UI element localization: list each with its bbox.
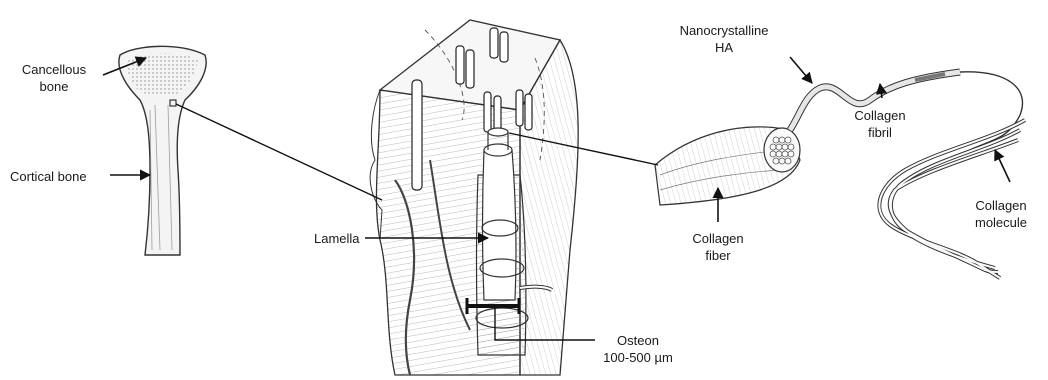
label-line: Collagen (682, 230, 754, 247)
label-line: Cortical bone (10, 168, 87, 185)
label-lamella: Lamella (314, 230, 360, 247)
label-line: fibril (848, 124, 912, 141)
long-bone-drawing (119, 46, 206, 255)
label-line: 100-500 µm (598, 349, 678, 366)
label-line: HA (664, 39, 784, 56)
molecule-arrow (995, 150, 1010, 182)
label-line: Lamella (314, 230, 360, 247)
label-line: Nanocrystalline (664, 22, 784, 39)
label-line: Cancellous (8, 61, 100, 78)
label-collagen-fibril: Collagen fibril (848, 107, 912, 141)
label-collagen-molecule: Collagen molecule (960, 197, 1042, 231)
label-osteon: Osteon 100-500 µm (598, 332, 678, 366)
nanocrystalline-arrow (790, 57, 812, 83)
osteon-block-drawing (370, 20, 578, 375)
label-cortical-bone: Cortical bone (10, 168, 87, 185)
label-line: Osteon (598, 332, 678, 349)
label-cancellous-bone: Cancellous bone (8, 61, 100, 95)
label-line: Collagen (960, 197, 1042, 214)
label-line: fiber (682, 247, 754, 264)
label-line: molecule (960, 214, 1042, 231)
label-line: bone (8, 78, 100, 95)
label-line: Collagen (848, 107, 912, 124)
label-collagen-fiber: Collagen fiber (682, 230, 754, 264)
label-nanocrystalline-ha: Nanocrystalline HA (664, 22, 784, 56)
